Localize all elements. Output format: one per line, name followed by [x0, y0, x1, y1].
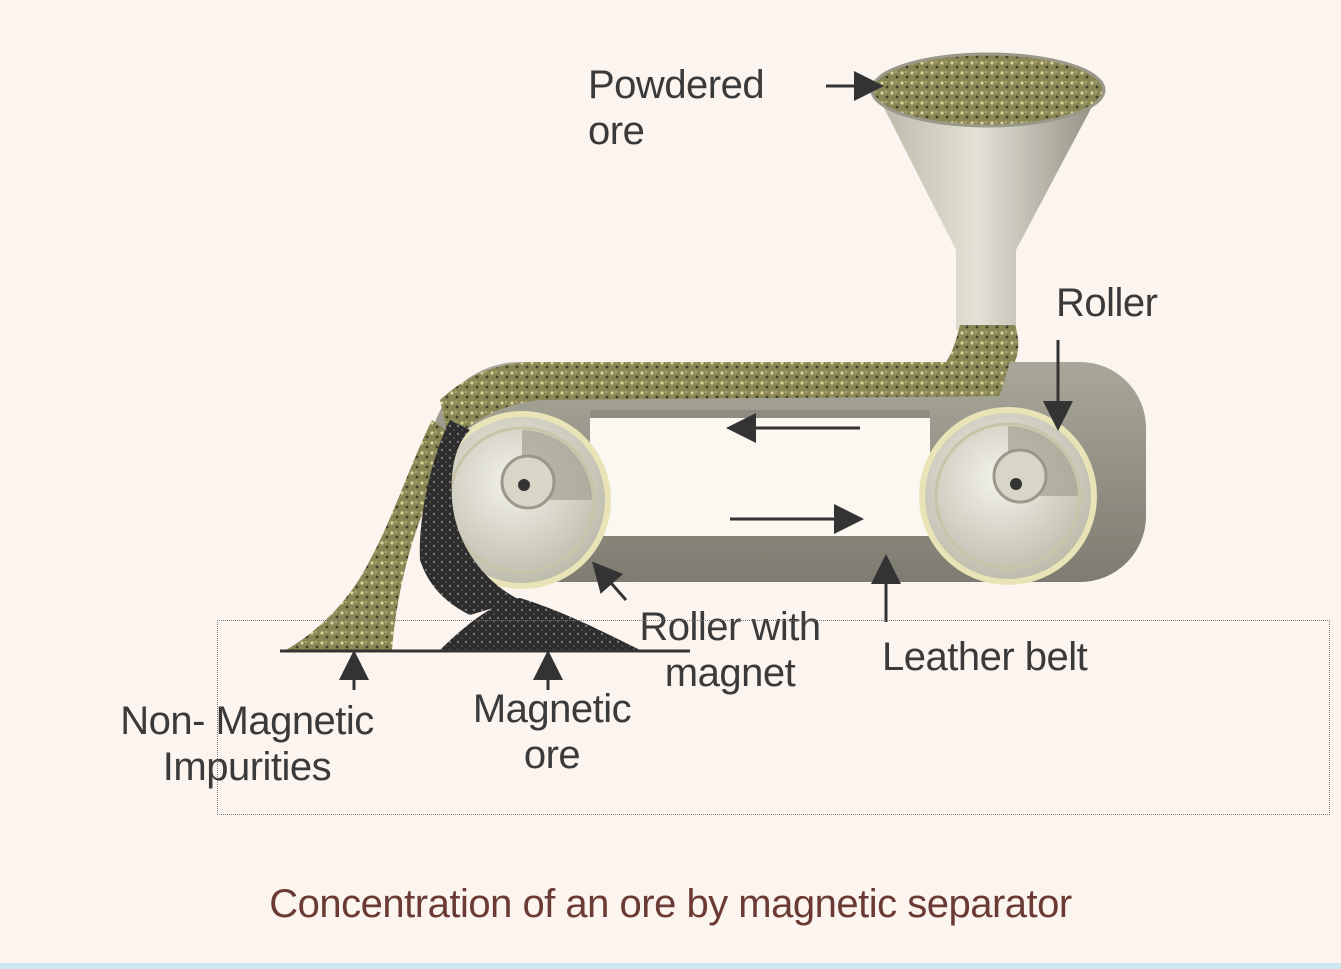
bottom-bar — [0, 963, 1341, 969]
label-powdered-ore-line2: ore — [588, 109, 645, 153]
label-powdered-ore: Powdered ore — [588, 62, 765, 154]
label-roller-with-magnet-line2: magnet — [664, 651, 796, 695]
roller-with-magnet — [433, 411, 611, 589]
ore-on-belt — [440, 362, 1010, 445]
label-non-magnetic-line2: Impurities — [162, 745, 332, 789]
non-magnetic-stream — [286, 420, 460, 650]
figure-caption: Concentration of an ore by magnetic sepa… — [269, 882, 1072, 926]
label-non-magnetic-impurities: Non- Magnetic Impurities — [90, 698, 404, 790]
label-powdered-ore-line1: Powdered — [588, 63, 765, 107]
label-magnetic-ore-line2: ore — [523, 733, 581, 777]
label-non-magnetic-line1: Non- Magnetic — [120, 699, 374, 743]
label-magnetic-ore-line1: Magnetic — [472, 687, 632, 731]
magnetic-stream — [419, 420, 520, 615]
label-roller-with-magnet: Roller with magnet — [612, 604, 848, 696]
label-roller-with-magnet-line1: Roller with — [639, 605, 821, 649]
funnel — [870, 52, 1106, 330]
falling-ore — [938, 325, 1019, 372]
label-magnetic-ore: Magnetic ore — [450, 686, 654, 778]
label-leather-belt: Leather belt — [882, 635, 1088, 679]
label-roller: Roller — [1056, 281, 1158, 325]
magnetic-ore-pile — [440, 598, 640, 650]
selection-box — [217, 620, 1330, 815]
roller — [919, 407, 1097, 585]
roller-with-magnet-arrow — [592, 561, 628, 601]
